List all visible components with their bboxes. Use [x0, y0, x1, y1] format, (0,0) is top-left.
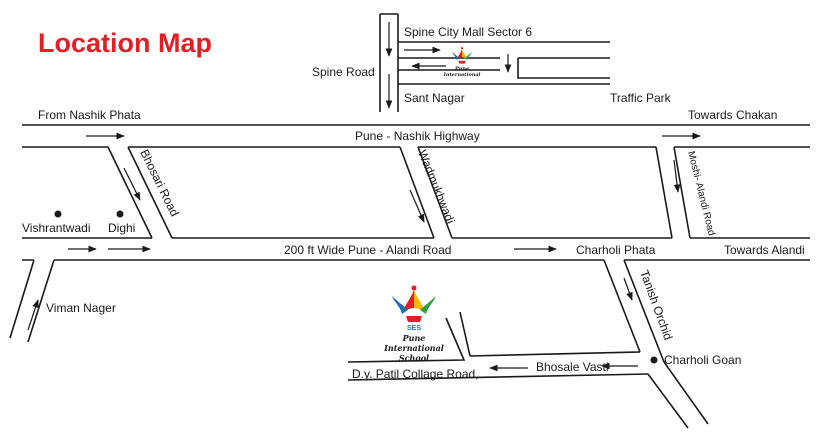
label-charholi-phata: Charholi Phata	[576, 243, 656, 257]
arrow-down-icon	[409, 189, 425, 223]
label-from-nashik-phata: From Nashik Phata	[38, 108, 141, 122]
spine-city-roads	[398, 41, 610, 85]
label-tanish-orchid: Tanish Orchid	[637, 268, 675, 342]
label-spine-road: Spine Road	[312, 65, 375, 79]
svg-text:Pune: Pune	[454, 66, 469, 72]
school-logo-abbr: SES	[407, 325, 421, 332]
label-dighi: Dighi	[108, 221, 135, 235]
label-moshi-alandi-road: Moshi- Alandi Road	[685, 150, 717, 237]
label-dy-patil-road: D.y. Patil Collage Road,	[352, 367, 479, 381]
arrow-up-icon	[27, 299, 39, 331]
label-bhosari-road: Bhosari Road	[137, 147, 181, 218]
school-logo-line3: School	[399, 353, 429, 363]
svg-text:International: International	[443, 72, 481, 78]
label-charholi-goan: Charholi Goan	[664, 353, 741, 367]
arrow-down-icon	[623, 277, 633, 301]
school-logo: SES Pune International School	[383, 285, 444, 363]
label-vishrantwadi: Vishrantwadi	[22, 221, 90, 235]
charholi-goan-marker	[650, 356, 658, 364]
dy-patil-road	[347, 311, 649, 381]
viman-nager-road	[9, 259, 55, 343]
spine-road	[379, 13, 399, 112]
pune-alandi-road	[22, 237, 810, 261]
page-title: Location Map	[38, 28, 212, 58]
label-towards-chakan: Towards Chakan	[688, 108, 777, 122]
label-traffic-park: Traffic Park	[610, 91, 672, 105]
label-towards-alandi: Towards Alandi	[724, 243, 805, 257]
bhosari-road	[107, 146, 173, 239]
wadmukhwadi-road	[399, 146, 453, 239]
school-logo-line2: International	[383, 343, 444, 353]
label-spine-city-mall: Spine City Mall Sector 6	[404, 25, 532, 39]
moshi-alandi-road	[655, 146, 691, 239]
school-logo-small: Pune International	[443, 47, 481, 78]
label-sant-nagar: Sant Nagar	[404, 91, 465, 105]
dighi-marker	[116, 210, 124, 218]
label-bhosale-vasti: Bhosale Vasti	[536, 360, 609, 374]
vishrantwadi-marker	[54, 210, 62, 218]
label-pune-nashik-highway: Pune - Nashik Highway	[355, 129, 480, 143]
tanish-orchid-road	[603, 259, 709, 429]
label-wadmukhwadi: Wadmukhwadi	[415, 148, 457, 226]
school-logo-line1: Pune	[402, 333, 426, 343]
arrow-down-icon	[673, 159, 681, 193]
label-pune-alandi-road: 200 ft Wide Pune - Alandi Road	[284, 243, 451, 257]
label-viman-nager: Viman Nager	[46, 301, 116, 315]
pune-nashik-highway	[22, 124, 810, 148]
arrow-down-icon	[123, 167, 141, 201]
